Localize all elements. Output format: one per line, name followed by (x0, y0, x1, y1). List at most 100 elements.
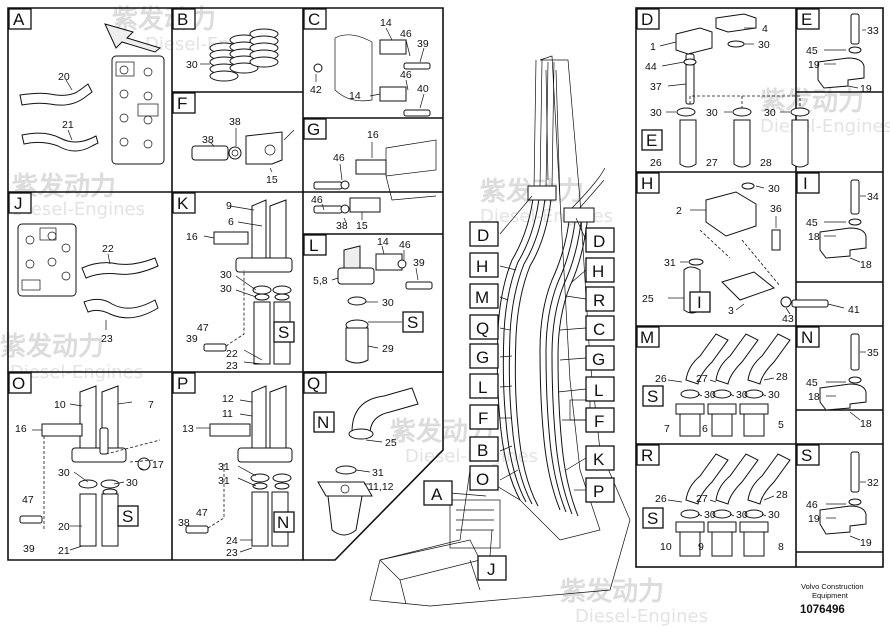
right-grid-frame (635, 7, 884, 568)
svg-text:P: P (177, 374, 188, 393)
svg-text:26: 26 (650, 157, 662, 169)
svg-text:M: M (475, 288, 489, 307)
svg-text:S: S (407, 313, 418, 332)
svg-text:16: 16 (367, 129, 379, 141)
pipe-21 (101, 493, 119, 547)
panel-f: F 38 38 15 (172, 92, 295, 186)
flange-11-12 (317, 481, 373, 497)
panel-j: J 22 23 (8, 192, 159, 345)
svg-text:G: G (592, 350, 605, 369)
panel-g: G 16 46 46 38 15 (303, 118, 437, 232)
svg-text:21: 21 (58, 545, 70, 557)
svg-text:23: 23 (226, 547, 238, 559)
bolt-35 (850, 333, 860, 371)
svg-text:31: 31 (218, 475, 230, 487)
panel-p: P N 12 11 13 31 31 47 38 24 23 (172, 372, 295, 559)
svg-text:3: 3 (728, 305, 734, 317)
svg-text:D: D (477, 226, 489, 245)
svg-text:25: 25 (642, 293, 654, 305)
svg-text:30: 30 (736, 389, 748, 401)
svg-text:34: 34 (867, 191, 879, 203)
hose-20 (19, 83, 93, 106)
svg-text:G: G (476, 348, 489, 367)
callout-s (117, 505, 139, 527)
svg-text:30: 30 (768, 183, 780, 195)
svg-text:S: S (801, 446, 812, 465)
svg-text:Volvo Construction: Volvo Construction (801, 582, 864, 591)
svg-text:29: 29 (382, 343, 394, 355)
svg-text:Diesel-Engines: Diesel-Engines (12, 199, 145, 220)
svg-text:31: 31 (372, 467, 384, 479)
svg-text:18: 18 (808, 231, 820, 243)
svg-text:5: 5 (778, 419, 784, 431)
svg-text:15: 15 (356, 220, 368, 232)
bolt-39 (19, 515, 43, 524)
main-callouts-left: D H M Q G L F B O A (423, 221, 499, 506)
panel-d: D E 4 30 1 44 37 30 30 30 26 27 28 (636, 8, 810, 169)
panel-title-box (8, 8, 32, 30)
valve-block-2 (705, 191, 757, 237)
svg-text:7: 7 (664, 423, 670, 435)
seal-26 (679, 119, 697, 168)
svg-text:46: 46 (400, 69, 412, 81)
clamp-16 (213, 231, 249, 245)
hose-28 (747, 453, 791, 505)
svg-text:39: 39 (186, 333, 198, 345)
clamp-14-bottom (379, 86, 407, 102)
svg-text:28: 28 (760, 157, 772, 169)
pipe-24 (251, 491, 269, 547)
callout-s (273, 321, 295, 343)
panel-m: M S 26 27 28 30 30 30 7 6 5 (636, 326, 791, 437)
svg-text:S: S (122, 507, 133, 526)
svg-text:9: 9 (226, 200, 232, 212)
bolt-46-b (313, 205, 343, 214)
svg-text:A: A (431, 485, 443, 504)
svg-text:14: 14 (349, 90, 361, 102)
svg-text:H: H (476, 257, 488, 276)
svg-text:5,8: 5,8 (313, 275, 328, 287)
svg-text:19: 19 (860, 83, 872, 95)
bolt-38 (185, 525, 209, 534)
svg-text:30: 30 (768, 509, 780, 521)
svg-text:O: O (476, 470, 489, 489)
svg-text:A: A (13, 10, 25, 29)
svg-text:46: 46 (333, 152, 345, 164)
svg-text:26: 26 (655, 493, 667, 505)
svg-text:30: 30 (768, 389, 780, 401)
svg-text:G: G (307, 120, 320, 139)
svg-text:27: 27 (696, 373, 708, 385)
svg-text:45: 45 (806, 217, 818, 229)
svg-text:L: L (478, 378, 487, 397)
svg-text:O: O (12, 374, 25, 393)
svg-text:E: E (646, 131, 657, 150)
svg-text:39: 39 (413, 257, 425, 269)
callout-s (642, 507, 664, 529)
bracket-plate (334, 34, 373, 102)
svg-text:20: 20 (58, 521, 70, 533)
hose-23 (83, 298, 159, 319)
svg-text:12: 12 (222, 393, 234, 405)
svg-text:B: B (477, 441, 488, 460)
svg-text:D: D (641, 10, 653, 29)
hose-27 (715, 333, 759, 385)
svg-text:19: 19 (808, 59, 820, 71)
bolt-39 (405, 281, 433, 290)
svg-text:42: 42 (310, 84, 322, 96)
svg-text:38: 38 (202, 134, 214, 146)
callout-s (402, 311, 424, 333)
svg-text:M: M (640, 328, 654, 347)
svg-text:46: 46 (400, 28, 412, 40)
svg-text:11,12: 11,12 (368, 481, 394, 493)
clamp-19 (817, 57, 865, 89)
svg-text:紫发动力: 紫发动力 (0, 331, 104, 362)
svg-text:43: 43 (782, 313, 794, 325)
svg-text:27: 27 (696, 493, 708, 505)
callout-i (689, 291, 711, 313)
svg-text:46: 46 (311, 194, 323, 206)
svg-text:P: P (593, 482, 604, 501)
main-callout-bottom: J (477, 555, 507, 581)
svg-text:I: I (803, 174, 808, 193)
svg-text:10: 10 (54, 399, 66, 411)
seal-28 (791, 119, 809, 168)
svg-text:37: 37 (650, 81, 662, 93)
